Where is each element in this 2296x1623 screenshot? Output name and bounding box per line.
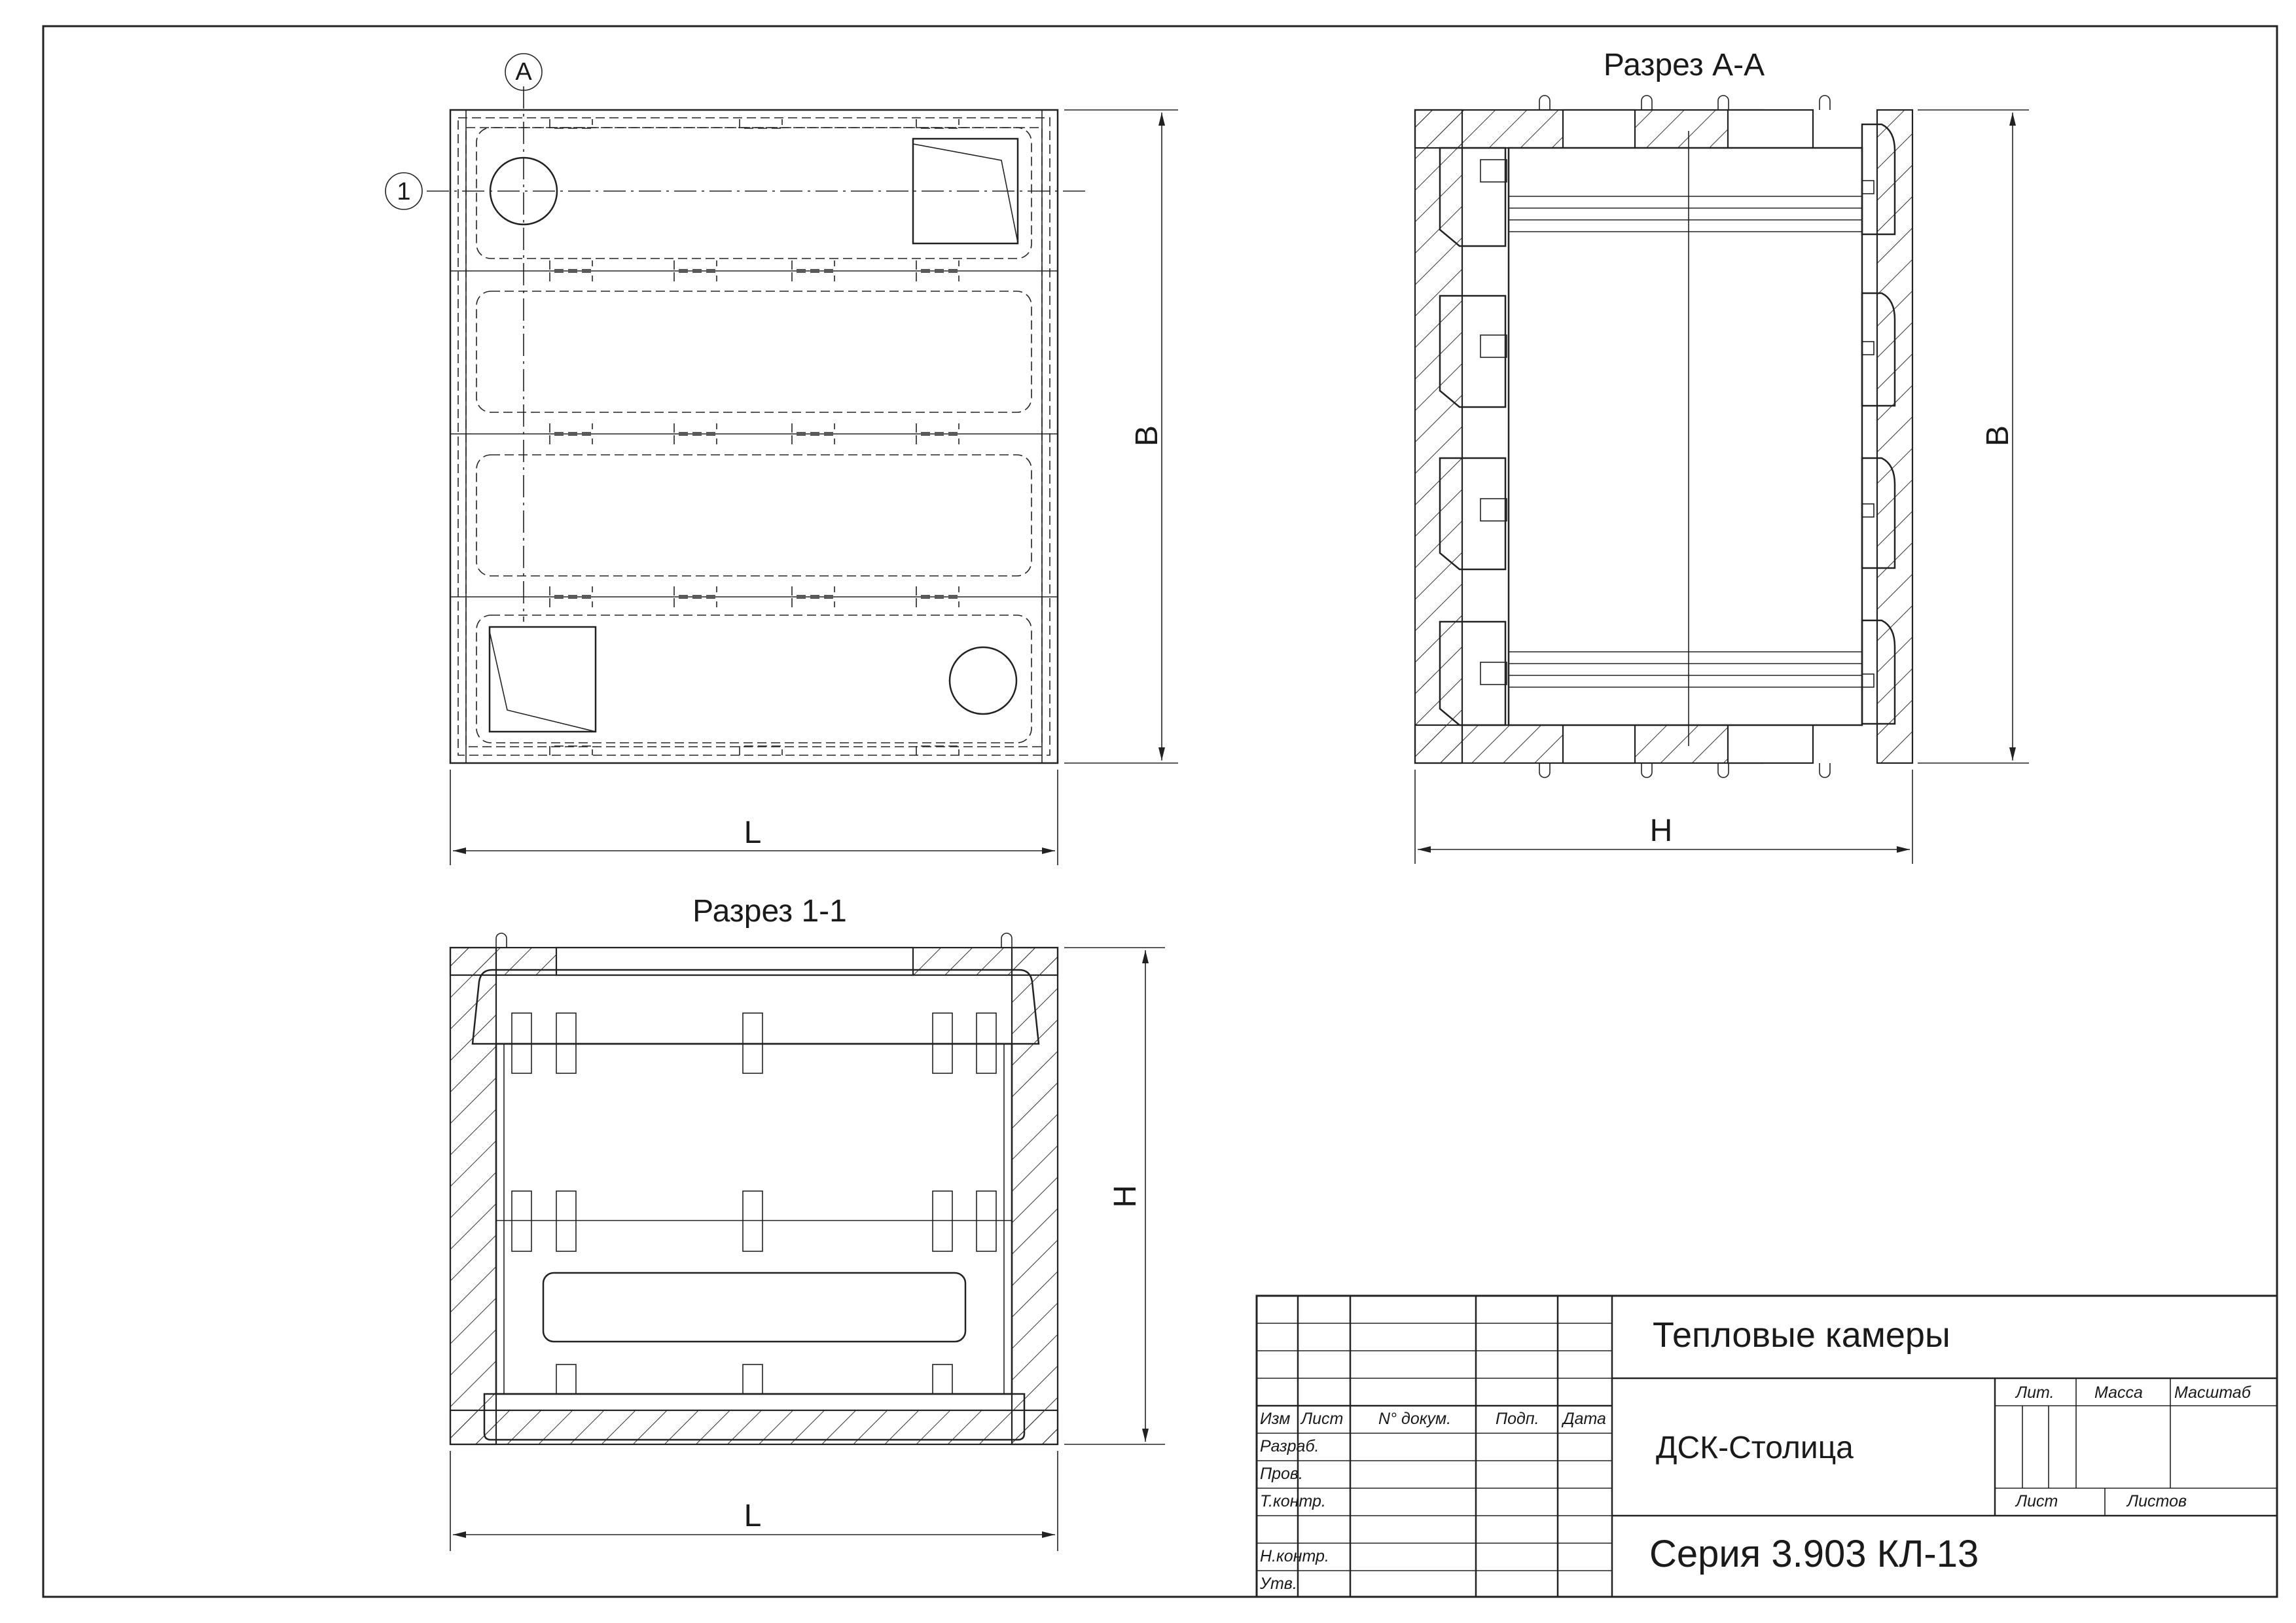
axis-marker-a: A [515, 58, 532, 86]
section-11-dim-h-label: H [1108, 1185, 1143, 1208]
section-aa-dim-h-label: H [1650, 813, 1673, 848]
lit-label: Лит. [2015, 1383, 2054, 1402]
section-aa-right-blocks [1861, 123, 1896, 725]
organization-name: ДСК-Столица [1656, 1431, 1854, 1465]
sheet-label: Лист [2015, 1492, 2058, 1510]
col-header-izm: Изм [1260, 1410, 1290, 1428]
col-header-date: Дата [1561, 1410, 1606, 1428]
mass-label: Масса [2094, 1383, 2143, 1402]
document-code: Серия 3.903 КЛ-13 [1649, 1533, 1979, 1575]
section-11-dimension-width [450, 1451, 1058, 1551]
section-11-title: Разрез 1-1 [692, 894, 847, 929]
section-aa-dim-b-label: B [1981, 425, 2015, 446]
section-aa-view: Разрез А-А [1414, 48, 2029, 864]
scale-label: Масштаб [2174, 1383, 2251, 1402]
section-aa-title: Разрез А-А [1604, 48, 1765, 82]
col-header-doc-no: N° докум. [1378, 1410, 1451, 1428]
plan-dimension-width [450, 770, 1058, 865]
section-11-dim-l-label: L [744, 1499, 762, 1533]
plan-dim-l-label: L [744, 815, 762, 850]
row-label-norm-control: Н.контр. [1260, 1547, 1329, 1565]
plan-view: A 1 L B [385, 53, 1178, 865]
title-block: Изм Лист N° докум. Подп. Дата Разраб. Пр… [1255, 1294, 2278, 1598]
section-aa-top-gaps [1562, 109, 1814, 764]
row-label-approved: Утв. [1259, 1575, 1297, 1593]
section-aa-left-blocks [1439, 147, 1507, 726]
title-block-grid [1257, 1296, 2277, 1597]
col-header-signature: Подп. [1496, 1410, 1539, 1428]
section-aa-dimension-height [1918, 109, 2029, 764]
plan-dimension-height [1064, 109, 1178, 764]
section-aa-dimension-width [1414, 770, 1913, 864]
section-aa-lifting-loops [1539, 95, 1831, 778]
row-label-checked: Пров. [1260, 1465, 1303, 1483]
row-label-tech-control: Т.контр. [1260, 1492, 1326, 1510]
section-11-dimension-height [1064, 947, 1165, 1445]
drawing-title: Тепловые камеры [1653, 1315, 1950, 1355]
plan-axes [385, 53, 1086, 622]
axis-marker-1: 1 [397, 178, 410, 205]
col-header-list: Лист [1300, 1410, 1343, 1428]
row-label-developed: Разраб. [1260, 1437, 1319, 1455]
sheets-label: Листов [2126, 1492, 2187, 1510]
plan-compartments [476, 127, 1032, 743]
plan-lugs [549, 119, 960, 755]
plan-dim-b-label: B [1130, 425, 1164, 446]
section-11-lugs [511, 1012, 997, 1395]
sheet-frame [42, 25, 2278, 1598]
section-11-view: Разрез 1-1 [449, 894, 1165, 1551]
